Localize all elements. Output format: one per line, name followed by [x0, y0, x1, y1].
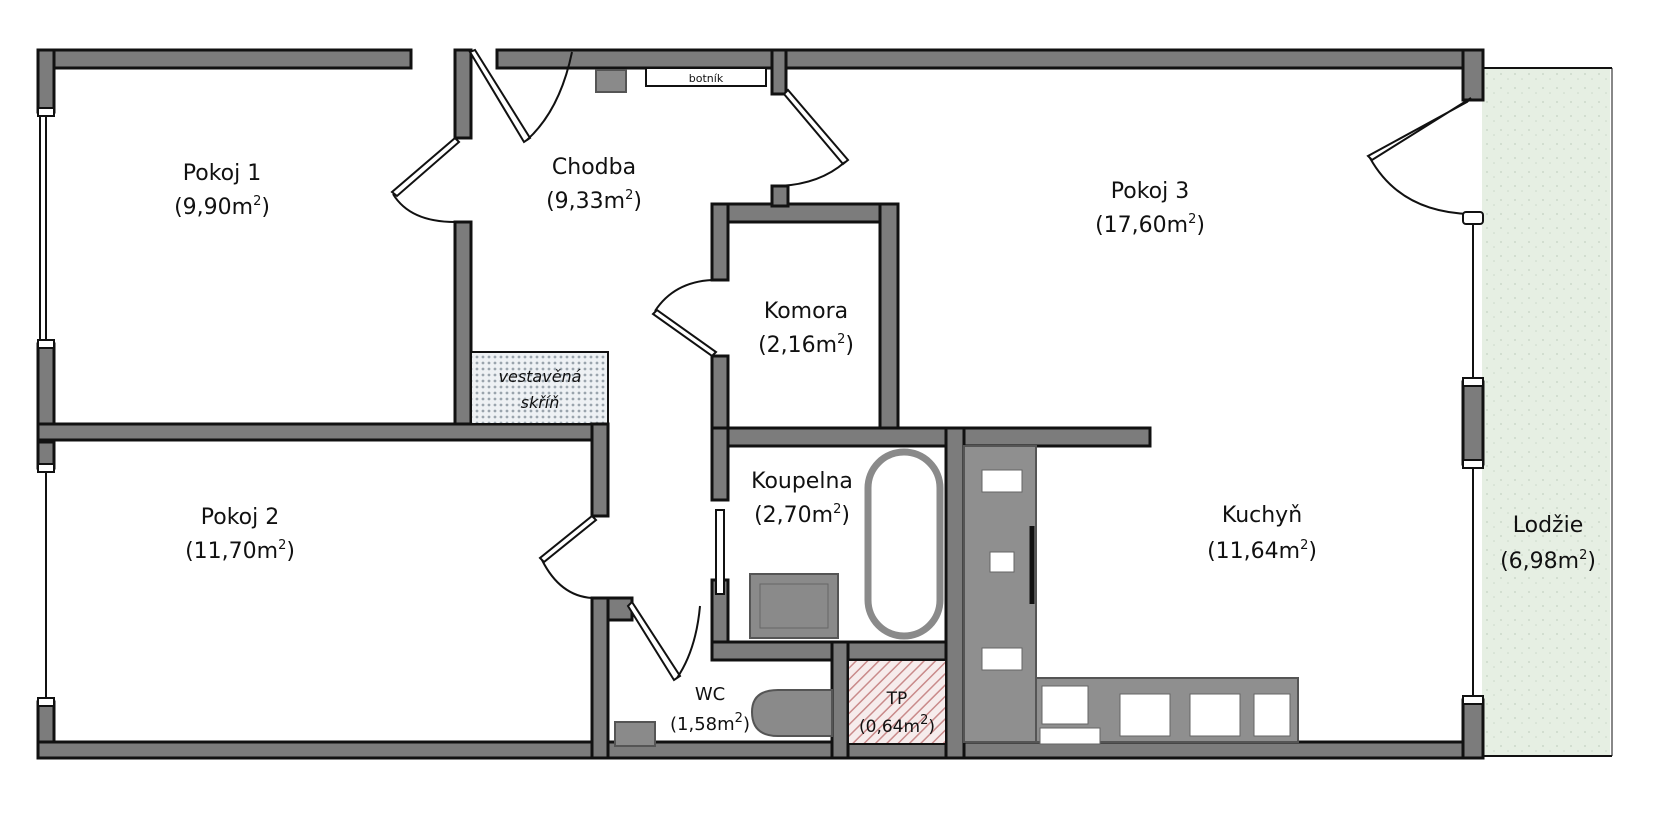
room-area: (11,64m2)	[1207, 538, 1317, 564]
room-name: Kuchyň	[1222, 503, 1302, 528]
room-tp: TP (0,64m2)	[859, 689, 935, 737]
room-koupelna: Koupelna (2,70m2)	[751, 469, 853, 528]
room-area: (2,16m2)	[758, 332, 854, 358]
room-area: (9,33m2)	[546, 188, 642, 214]
bathtub	[864, 448, 944, 640]
room-chodba: Chodba (9,33m2)	[546, 155, 642, 214]
wall-pokoj1-chodba	[453, 48, 473, 140]
wall-top-right	[495, 48, 1485, 70]
door-pokoj1	[390, 136, 461, 223]
wall-left-upper	[36, 48, 56, 114]
door-koupelna	[715, 509, 725, 595]
shoe-cabinet-label: botník	[689, 72, 724, 85]
door-loggia	[1366, 97, 1484, 225]
kitchen-counter-vertical	[963, 445, 1037, 743]
entrance-door	[468, 48, 573, 144]
loggia-area	[1482, 68, 1610, 756]
room-name: TP	[886, 689, 908, 709]
room-name: Koupelna	[751, 469, 853, 494]
room-area: (17,60m2)	[1095, 212, 1205, 238]
room-area: (0,64m2)	[859, 713, 935, 737]
room-kuchyn: Kuchyň (11,64m2)	[1207, 503, 1317, 564]
wall-koupelna-top	[710, 426, 1152, 448]
wall-bottom	[36, 740, 1484, 760]
room-name: WC	[695, 684, 725, 705]
door-pokoj3	[779, 88, 850, 187]
toilet	[750, 689, 833, 737]
room-area: (2,70m2)	[754, 502, 850, 528]
room-wc: WC (1,58m2)	[670, 684, 750, 735]
room-area: (6,98m2)	[1500, 548, 1596, 574]
room-lodzie: Lodžie (6,98m2)	[1500, 513, 1596, 574]
wardrobe	[470, 351, 609, 425]
room-name: Komora	[764, 299, 848, 324]
wall-top-left	[36, 48, 413, 70]
wall-pokoj1-pokoj2	[36, 422, 610, 442]
room-name: Chodba	[552, 155, 636, 180]
wall-bath-kitchen	[944, 426, 966, 760]
room-area: (9,90m2)	[174, 194, 270, 220]
room-pokoj2: Pokoj 2 (11,70m2)	[185, 505, 295, 564]
room-area: (11,70m2)	[185, 538, 295, 564]
room-name: Pokoj 1	[183, 161, 261, 186]
washbasin	[749, 573, 839, 639]
wall-komora	[710, 202, 898, 224]
wc-cabinet	[614, 721, 656, 747]
shoe-cabinet	[645, 67, 767, 87]
room-name: Pokoj 3	[1111, 179, 1189, 204]
door-pokoj2	[538, 514, 598, 599]
room-area: (1,58m2)	[670, 711, 750, 735]
svg-text:vestavěná: vestavěná	[499, 367, 582, 386]
wardrobe-label: vestavěná skříň	[499, 367, 582, 412]
room-pokoj1: Pokoj 1 (9,90m2)	[174, 161, 270, 220]
door-wc	[626, 600, 701, 682]
svg-text:skříň: skříň	[521, 393, 560, 412]
room-name: Pokoj 2	[201, 505, 279, 530]
meter-box	[595, 69, 627, 93]
door-komora	[651, 279, 718, 358]
room-komora: Komora (2,16m2)	[758, 299, 854, 358]
wall-right-top	[1461, 48, 1485, 102]
tp-room	[847, 659, 947, 745]
room-pokoj3: Pokoj 3 (17,60m2)	[1095, 179, 1205, 238]
room-name: Lodžie	[1513, 513, 1584, 538]
